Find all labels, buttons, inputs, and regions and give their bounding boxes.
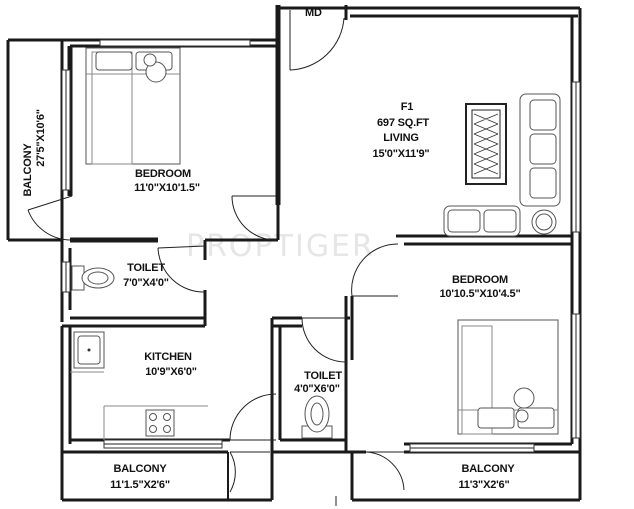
toilet-left-size: 7'0"X4'0"	[123, 277, 169, 289]
balcony-left-size: 27'5"X10'6"	[35, 109, 47, 167]
bed-top	[85, 47, 181, 165]
balcony-bottom-right-name: BALCONY	[462, 463, 516, 475]
toilet-mid-name: TOILET	[304, 370, 342, 382]
sofa-set	[443, 93, 561, 237]
toilet-mid-size: 4'0"X6'0"	[294, 383, 340, 395]
doors	[27, 10, 405, 493]
center-table-rug	[465, 103, 507, 185]
balcony-left-name: BALCONY	[22, 143, 34, 197]
windows	[61, 39, 581, 453]
flat-area: 697 SQ.FT	[377, 117, 429, 129]
bedroom-top-name: BEDROOM	[135, 168, 191, 180]
bed-right	[457, 319, 559, 435]
bedroom-right-name: BEDROOM	[452, 274, 508, 286]
balcony-bottom-left-name: BALCONY	[114, 463, 168, 475]
kitchen-counter	[103, 405, 208, 440]
bedroom-right-size: 10'10.5"X10'4.5"	[440, 288, 521, 300]
wc-left	[71, 265, 115, 291]
labels: MD F1 697 SQ.FT LIVING 15'0"X11'9" BEDRO…	[22, 7, 521, 491]
bedroom-top-size: 11'0"X10'1.5"	[134, 182, 200, 194]
kitchen-sink	[70, 331, 105, 373]
balcony-bottom-left-size: 11'1.5"X2'6"	[110, 479, 170, 491]
flat-number: F1	[401, 101, 414, 113]
kitchen-name: KITCHEN	[144, 351, 192, 363]
toilet-left-name: TOILET	[127, 262, 165, 274]
md-label: MD	[305, 7, 322, 19]
kitchen-size: 10'9"X6'0"	[145, 366, 197, 378]
wc-mid	[301, 395, 333, 439]
living-name: LIVING	[383, 132, 418, 144]
living-size: 15'0"X11'9"	[373, 148, 430, 160]
watermark-text: PROPTIGER	[186, 229, 375, 264]
balcony-bottom-right-size: 11'3"X2'6"	[459, 479, 510, 491]
